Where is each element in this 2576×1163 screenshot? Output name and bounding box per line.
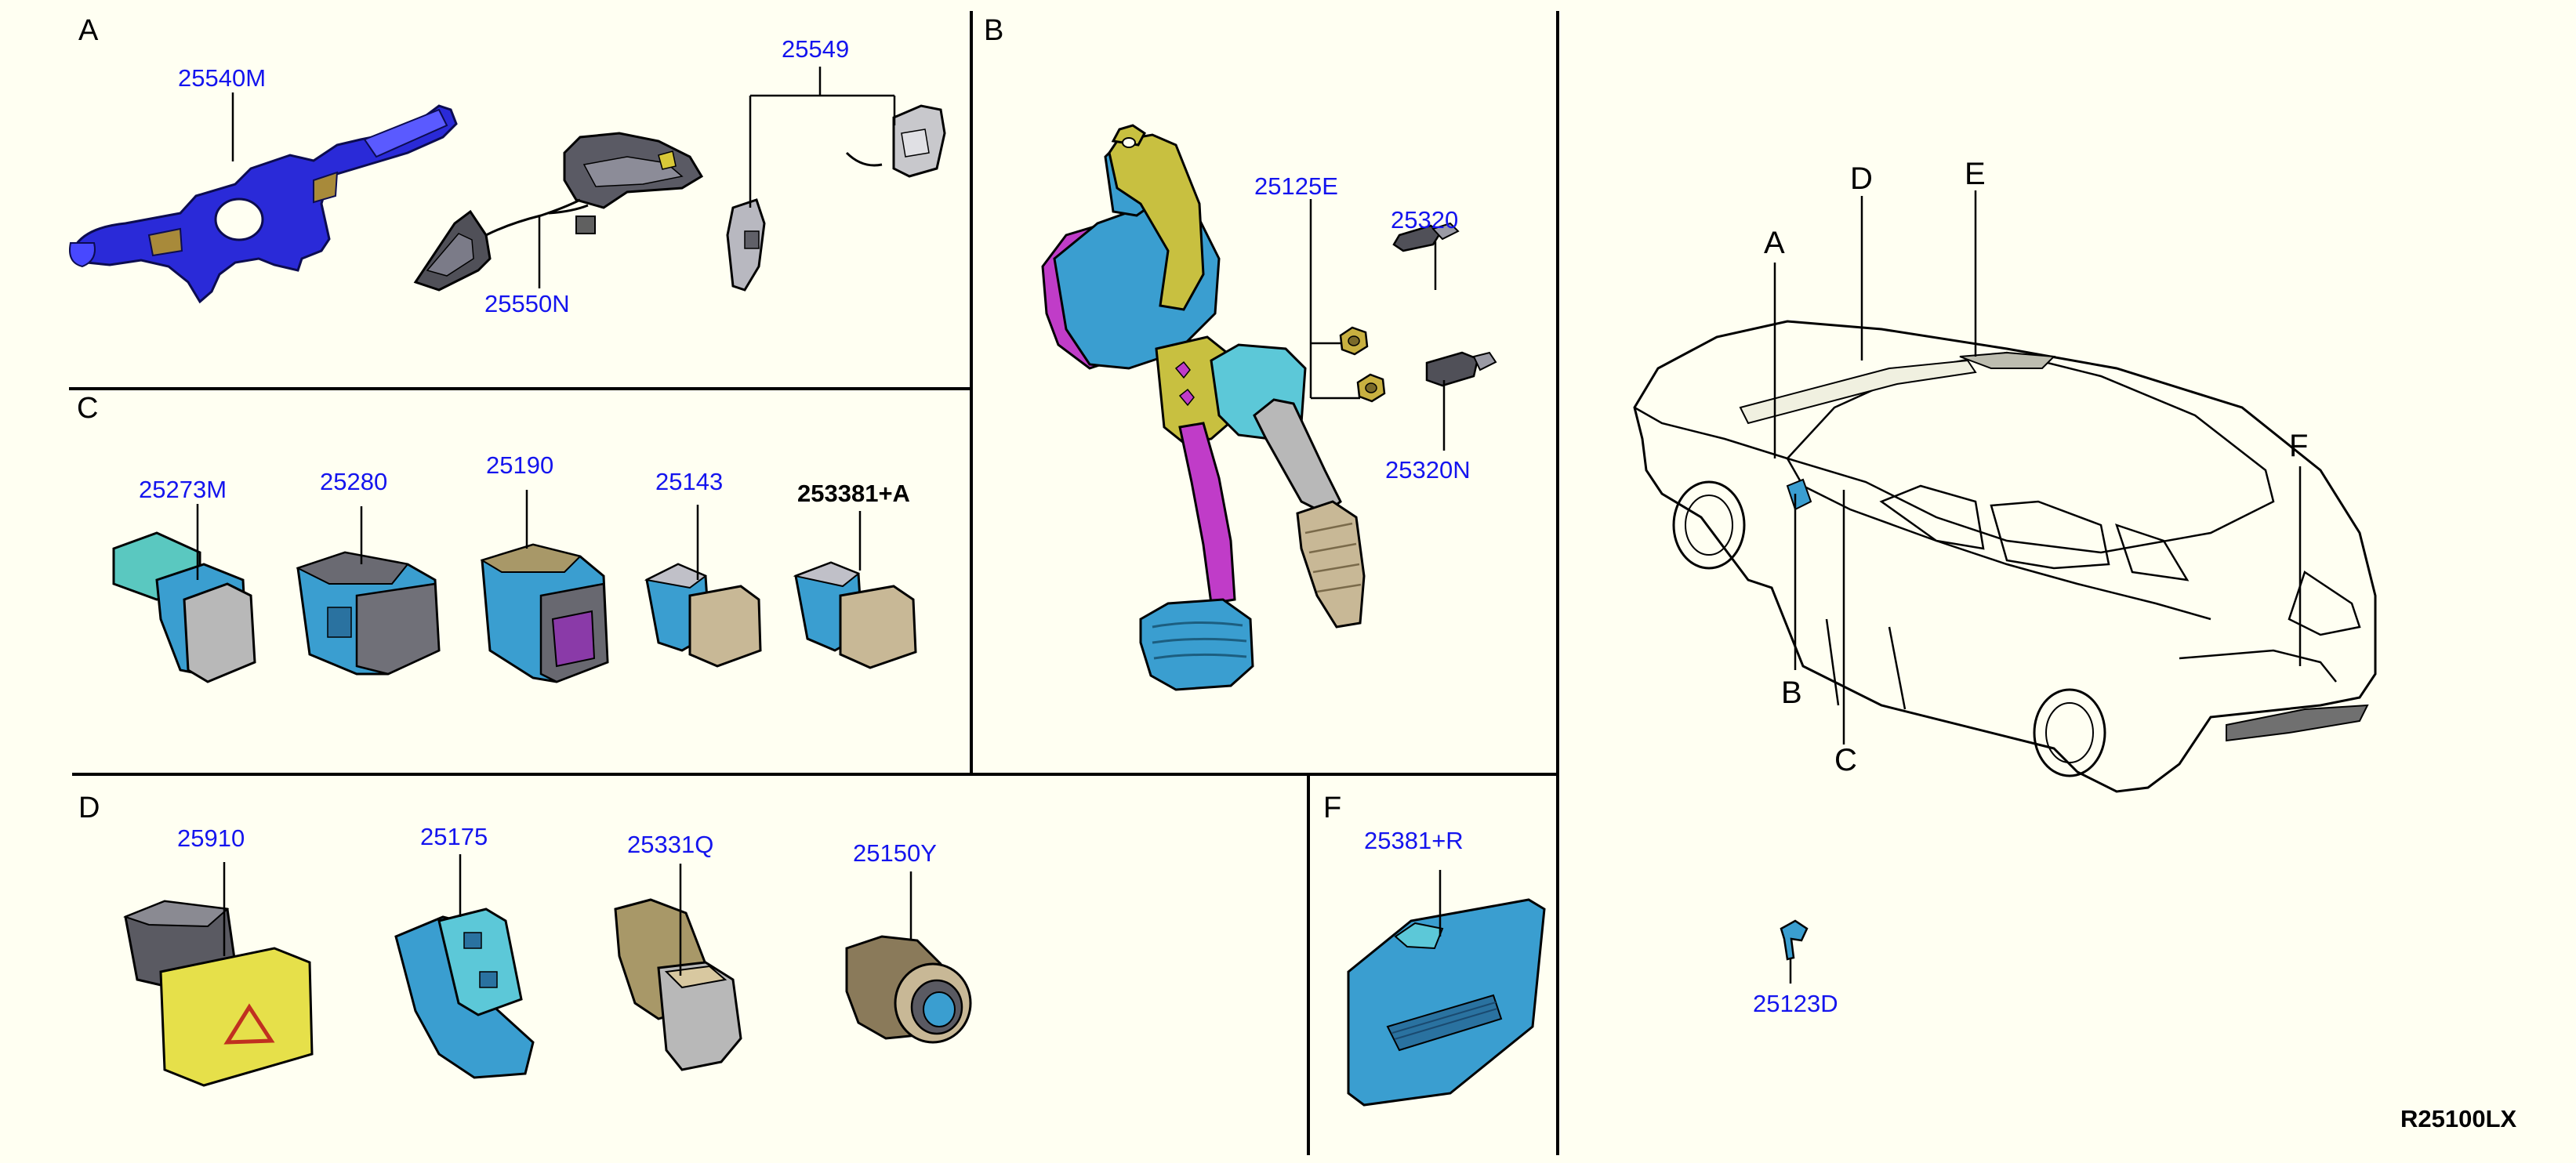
- section-label-f: F: [1323, 792, 1342, 824]
- switch-25331q-illustration: [614, 898, 742, 1071]
- part-number-25280[interactable]: 25280: [320, 468, 388, 495]
- diagram-code: R25100LX: [2400, 1105, 2517, 1132]
- vehicle-location-f[interactable]: F: [2289, 429, 2309, 463]
- clip-25123d-illustration: [1780, 919, 1809, 961]
- vehicle-location-b[interactable]: B: [1781, 676, 1802, 710]
- pedal-assembly-illustration: [1041, 124, 1366, 691]
- vehicle-illustration: [1633, 320, 2377, 793]
- vehicle-location-a[interactable]: A: [1764, 226, 1785, 260]
- vehicle-location-e[interactable]: E: [1965, 157, 1986, 191]
- section-label-c: C: [77, 392, 99, 425]
- vehicle-location-d[interactable]: D: [1850, 161, 1873, 196]
- switch-25175-illustration: [394, 908, 535, 1079]
- part-25549-leader: [749, 67, 896, 208]
- part-number-25143[interactable]: 25143: [655, 468, 724, 495]
- part-number-25150y[interactable]: 25150Y: [853, 839, 937, 867]
- wiring-harness-illustration: [726, 104, 946, 292]
- section-label-a: A: [78, 14, 99, 47]
- part-number-25123d[interactable]: 25123D: [1753, 990, 1838, 1017]
- switch-25381r-illustration: [1347, 898, 1546, 1107]
- nut-illustration: [1339, 326, 1386, 403]
- switch-25150y-illustration: [845, 935, 972, 1044]
- section-dividers: [69, 11, 1559, 1155]
- part-number-25381r[interactable]: 25381+R: [1364, 827, 1464, 854]
- part-number-25331q[interactable]: 25331Q: [627, 831, 714, 858]
- switch-25273m-illustration: [112, 531, 256, 683]
- part-number-25320[interactable]: 25320: [1391, 206, 1459, 234]
- vehicle-leader-lines: [1773, 190, 2302, 745]
- part-number-25910[interactable]: 25910: [177, 824, 245, 852]
- switch-253381a-illustration: [793, 561, 917, 669]
- switch-25280-illustration: [296, 551, 441, 676]
- part-number-25540m[interactable]: 25540M: [178, 64, 267, 92]
- part-number-25549[interactable]: 25549: [782, 35, 850, 63]
- part-number-25320n[interactable]: 25320N: [1385, 456, 1471, 484]
- part-number-25273m[interactable]: 25273M: [139, 476, 227, 503]
- part-25125e-leader: [1309, 199, 1360, 400]
- section-label-d: D: [78, 792, 100, 824]
- switch-25190-illustration: [480, 543, 609, 683]
- vehicle-location-c[interactable]: C: [1834, 743, 1857, 777]
- stop-lamp-switch-illustration: [1392, 222, 1497, 387]
- steering-switch-illustration: [413, 132, 704, 292]
- part-number-25550n[interactable]: 25550N: [484, 290, 570, 317]
- part-number-253381a: 253381+A: [797, 480, 910, 507]
- hazard-switch-illustration: [123, 900, 314, 1087]
- part-number-25175[interactable]: 25175: [420, 823, 488, 850]
- combination-switch-illustration: [69, 104, 458, 304]
- part-number-25190[interactable]: 25190: [486, 451, 554, 479]
- section-label-b: B: [984, 14, 1004, 47]
- switch-25143-illustration: [644, 563, 762, 668]
- part-number-25125e[interactable]: 25125E: [1254, 172, 1338, 200]
